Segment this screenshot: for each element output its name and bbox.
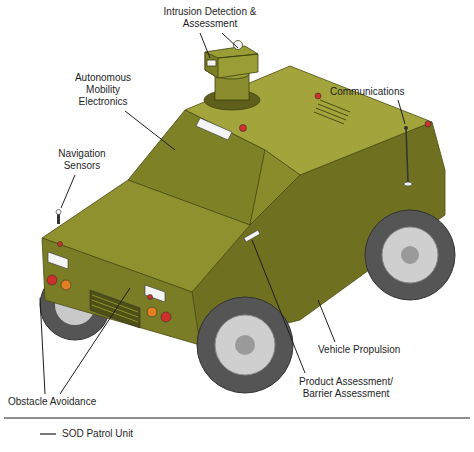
part-label: Vehicle Propulsion	[318, 344, 400, 356]
sensor-turret	[205, 46, 258, 78]
lights	[425, 121, 431, 127]
lights	[47, 275, 57, 285]
windshield-window	[196, 118, 232, 140]
roof-vent	[314, 100, 350, 124]
windshield-window	[196, 118, 232, 140]
antenna	[404, 182, 412, 186]
lights	[161, 312, 171, 322]
front-grille	[92, 305, 138, 322]
sensor-turret	[205, 52, 218, 78]
leader-line	[40, 33, 405, 394]
vehicle-body	[42, 238, 200, 345]
antenna	[404, 126, 412, 186]
wheel	[235, 335, 255, 355]
sensor-turret	[218, 54, 258, 58]
leader-line	[318, 300, 335, 342]
front-grille	[92, 300, 138, 317]
leader-line	[125, 111, 175, 150]
leader-line	[252, 240, 305, 373]
leader-line	[40, 298, 45, 394]
antenna	[406, 128, 408, 182]
lights	[47, 93, 431, 322]
part-label: Product Assessment/ Barrier Assessment	[288, 376, 404, 400]
wheel	[215, 315, 275, 375]
part-label: Intrusion Detection & Assessment	[155, 6, 265, 30]
part-label: Autonomous Mobility Electronics	[66, 72, 140, 108]
leader-line	[200, 33, 210, 58]
lights	[61, 280, 71, 290]
navigation-sensor	[56, 210, 61, 215]
navigation-sensor	[56, 210, 61, 225]
lights	[147, 307, 157, 317]
leader-line	[222, 33, 238, 48]
wheel	[365, 210, 455, 300]
part-label: Navigation Sensors	[50, 148, 114, 172]
part-label: Obstacle Avoidance	[8, 396, 96, 408]
leader-line	[61, 175, 75, 208]
sensor-turret	[204, 41, 260, 111]
leader-line	[60, 288, 130, 394]
lights	[58, 242, 63, 247]
vehicle-body	[250, 150, 300, 225]
wheel	[197, 297, 293, 393]
roof-vent	[318, 104, 348, 116]
front-grille	[90, 290, 140, 328]
roof-vent	[314, 112, 344, 124]
lights	[48, 252, 68, 269]
leader-line	[398, 100, 405, 124]
wheel	[197, 210, 455, 393]
sensor-turret	[207, 60, 216, 66]
figure-caption: SOD Patrol Unit	[62, 428, 133, 440]
lights	[148, 295, 153, 300]
lights	[315, 93, 321, 99]
part-label: Communications	[330, 86, 404, 98]
lights	[240, 125, 247, 132]
front-grille	[92, 295, 138, 312]
wheel	[401, 246, 419, 264]
wheel	[382, 227, 438, 283]
lights	[145, 285, 165, 302]
separator-line	[40, 433, 56, 434]
front-grille	[92, 295, 138, 322]
antenna	[404, 126, 408, 130]
roof-vent	[316, 108, 346, 120]
separator-line	[4, 418, 470, 419]
front-grille	[90, 290, 140, 328]
roof-vent	[320, 100, 350, 112]
